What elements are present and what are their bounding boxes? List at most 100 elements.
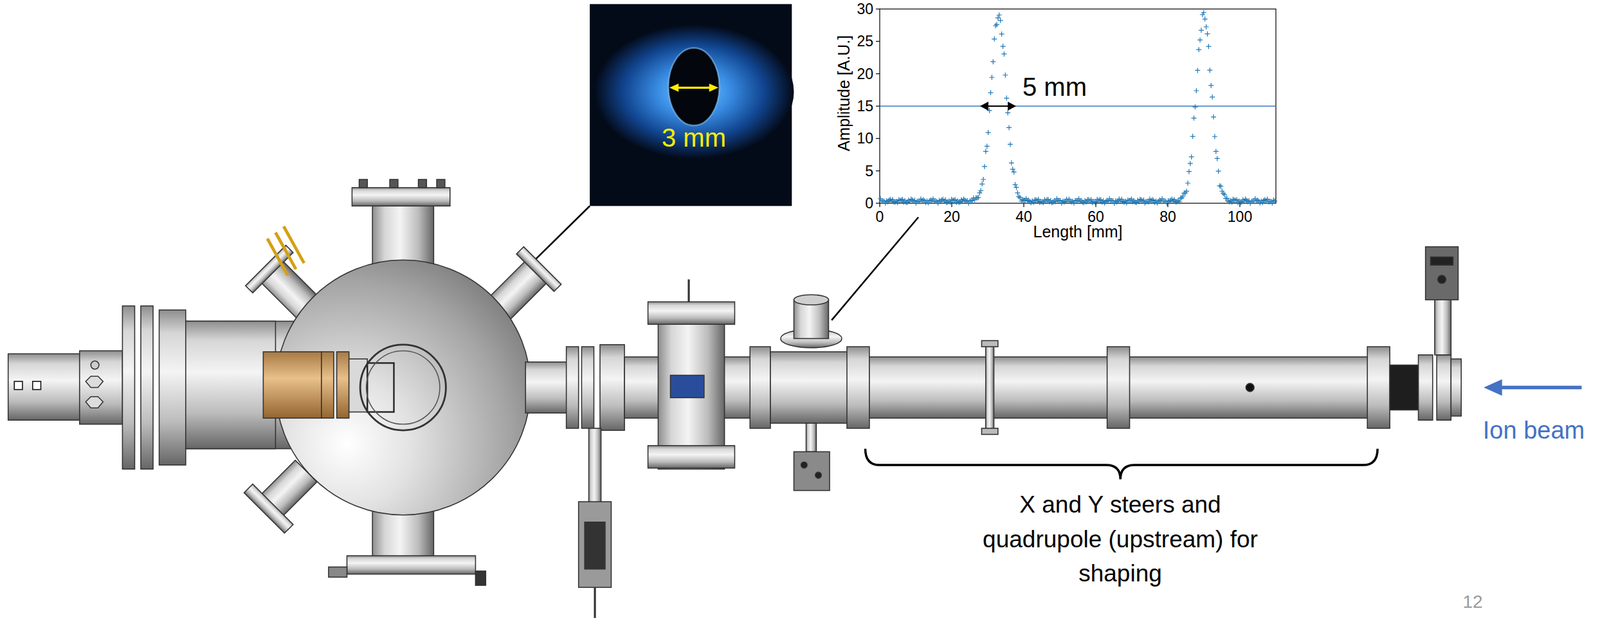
data-marker	[1264, 196, 1271, 202]
data-marker	[1205, 43, 1211, 49]
data-marker	[1221, 192, 1228, 198]
beam-pipe	[793, 451, 830, 491]
axis-tick	[1023, 203, 1024, 208]
data-marker	[1061, 199, 1067, 205]
data-marker	[1007, 141, 1013, 147]
tick-label: 20	[856, 64, 874, 82]
data-marker	[1052, 198, 1058, 204]
data-marker	[942, 197, 948, 203]
beam-image	[709, 83, 719, 92]
data-marker	[1203, 24, 1210, 30]
data-marker	[1011, 169, 1017, 175]
data-marker	[1193, 88, 1199, 94]
data-marker	[1255, 197, 1261, 203]
beam-pipe	[981, 340, 998, 348]
data-marker	[1232, 197, 1238, 203]
data-marker	[1180, 193, 1186, 199]
data-marker	[1218, 183, 1224, 190]
vacuum-chamber	[516, 246, 562, 292]
vacuum-chamber	[359, 179, 368, 188]
data-marker	[1003, 95, 1010, 101]
beam-pipe	[1418, 354, 1433, 420]
axis-title: Amplitude [A.U.]	[834, 35, 854, 152]
beam-pipe	[806, 423, 817, 452]
data-marker	[1027, 198, 1033, 204]
beam-pipe	[589, 428, 602, 505]
vacuum-chamber	[367, 362, 394, 412]
beam-image	[589, 3, 794, 206]
data-marker	[1190, 133, 1196, 139]
leader-line	[831, 217, 919, 321]
beam-pipe	[1430, 257, 1454, 266]
data-marker	[1198, 27, 1204, 33]
data-marker	[1201, 9, 1207, 15]
data-marker	[1192, 104, 1198, 110]
end-cylinder	[85, 396, 103, 408]
end-cylinder	[85, 376, 103, 388]
data-marker	[998, 18, 1004, 24]
data-marker	[1095, 198, 1101, 204]
data-marker	[1010, 166, 1016, 172]
beam-pipe	[525, 362, 572, 413]
beam-pipe	[670, 374, 704, 398]
data-marker	[1176, 199, 1182, 205]
vacuum-chamber	[267, 238, 289, 276]
vacuum-chamber	[185, 179, 562, 586]
beam-pipe	[981, 428, 998, 435]
width-arrow	[980, 101, 989, 111]
data-marker	[1270, 197, 1276, 203]
data-marker	[882, 200, 889, 206]
data-marker	[1149, 196, 1155, 202]
width-arrow	[985, 105, 1011, 107]
data-marker	[1014, 190, 1020, 196]
vacuum-chamber	[360, 344, 446, 431]
data-marker	[981, 163, 988, 170]
data-marker	[1207, 67, 1213, 73]
data-marker	[1082, 198, 1088, 204]
end-cylinder	[122, 306, 135, 470]
page-number: 12	[1462, 591, 1483, 613]
data-marker	[1111, 200, 1118, 206]
half-max-line	[879, 105, 1276, 107]
data-marker	[930, 196, 936, 202]
data-marker	[969, 198, 975, 204]
beam-pipe	[1245, 383, 1255, 392]
data-marker	[980, 176, 986, 182]
data-marker	[1037, 199, 1043, 205]
dimension-label: 3 mm	[661, 122, 727, 153]
data-marker	[911, 198, 918, 204]
vacuum-chamber	[185, 320, 276, 449]
data-marker	[941, 198, 947, 204]
end-cylinder	[140, 306, 154, 470]
beam-image	[593, 24, 794, 159]
data-marker	[1175, 198, 1181, 204]
beam-pipe	[815, 472, 822, 479]
vacuum-chamber	[436, 179, 446, 188]
beam-arrow	[1497, 385, 1582, 390]
data-marker	[1002, 72, 1008, 78]
data-marker	[1156, 197, 1163, 203]
data-marker	[1012, 181, 1019, 188]
end-cylinder	[32, 381, 42, 390]
beam-pipe	[1367, 346, 1390, 429]
axis-tick	[1095, 203, 1096, 208]
data-marker	[1135, 198, 1141, 204]
axis-tick	[1167, 203, 1168, 208]
vacuum-chamber	[263, 351, 321, 419]
data-marker	[1212, 133, 1218, 139]
data-marker	[1209, 94, 1215, 100]
data-marker	[1243, 197, 1249, 203]
data-marker	[886, 197, 892, 203]
dimension-label: 5 mm	[1022, 72, 1087, 102]
data-marker	[1167, 198, 1173, 204]
width-arrow	[980, 101, 1017, 111]
data-marker	[999, 31, 1005, 37]
tick-label: 0	[875, 208, 885, 226]
beam-pipe	[749, 346, 771, 429]
data-marker	[1145, 199, 1152, 205]
data-marker	[1189, 154, 1195, 160]
data-marker	[1252, 196, 1258, 202]
tick-label: 10	[856, 129, 874, 147]
data-marker	[936, 198, 943, 204]
